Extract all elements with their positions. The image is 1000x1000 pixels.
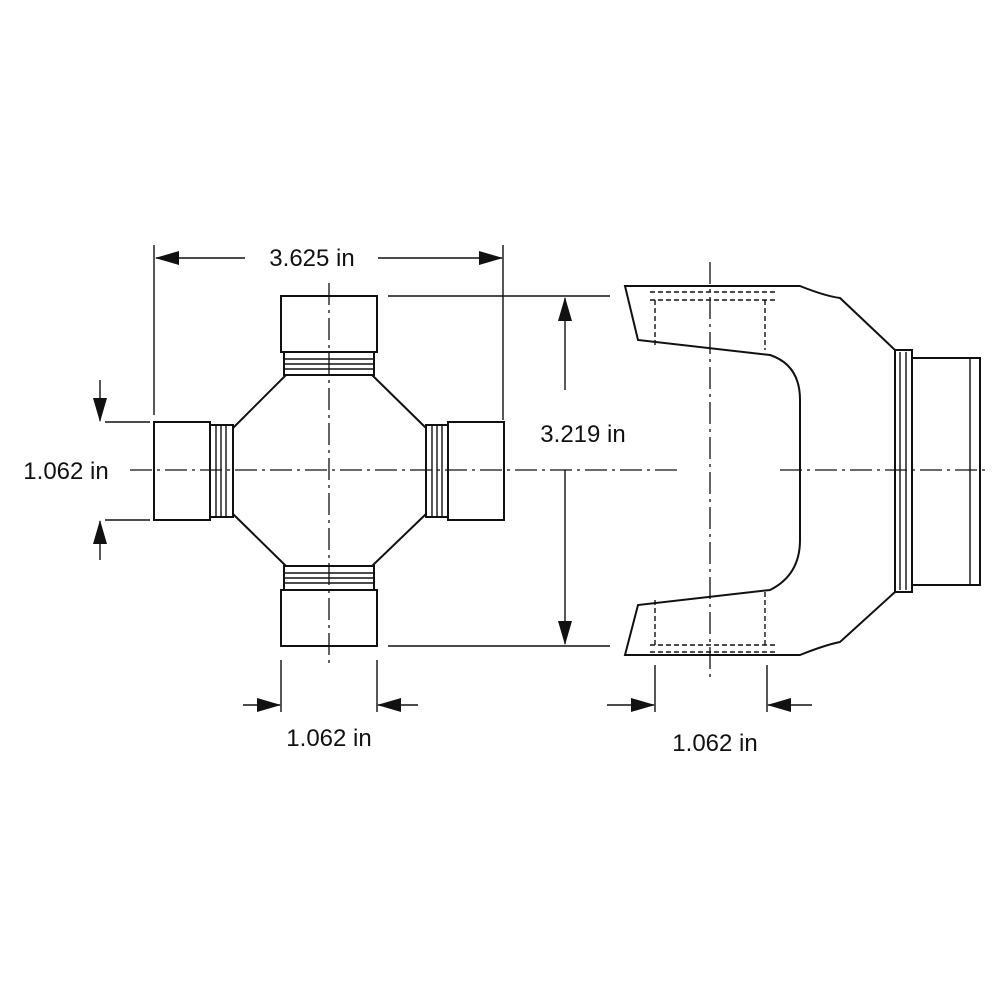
right-bearing-cap bbox=[447, 421, 505, 521]
yoke bbox=[623, 285, 981, 656]
dimension-yoke-bore: 1.062 in bbox=[672, 730, 757, 757]
dimension-cross-span: 3.625 in bbox=[269, 245, 354, 272]
dimension-cap-diameter-left: 1.062 in bbox=[23, 458, 108, 485]
dimension-yoke-span: 3.219 in bbox=[540, 421, 625, 448]
centerlines bbox=[130, 262, 990, 680]
dimension-cap-diameter-bottom: 1.062 in bbox=[286, 725, 371, 752]
dimension-lines bbox=[93, 245, 812, 712]
left-bearing-cap bbox=[153, 421, 211, 521]
